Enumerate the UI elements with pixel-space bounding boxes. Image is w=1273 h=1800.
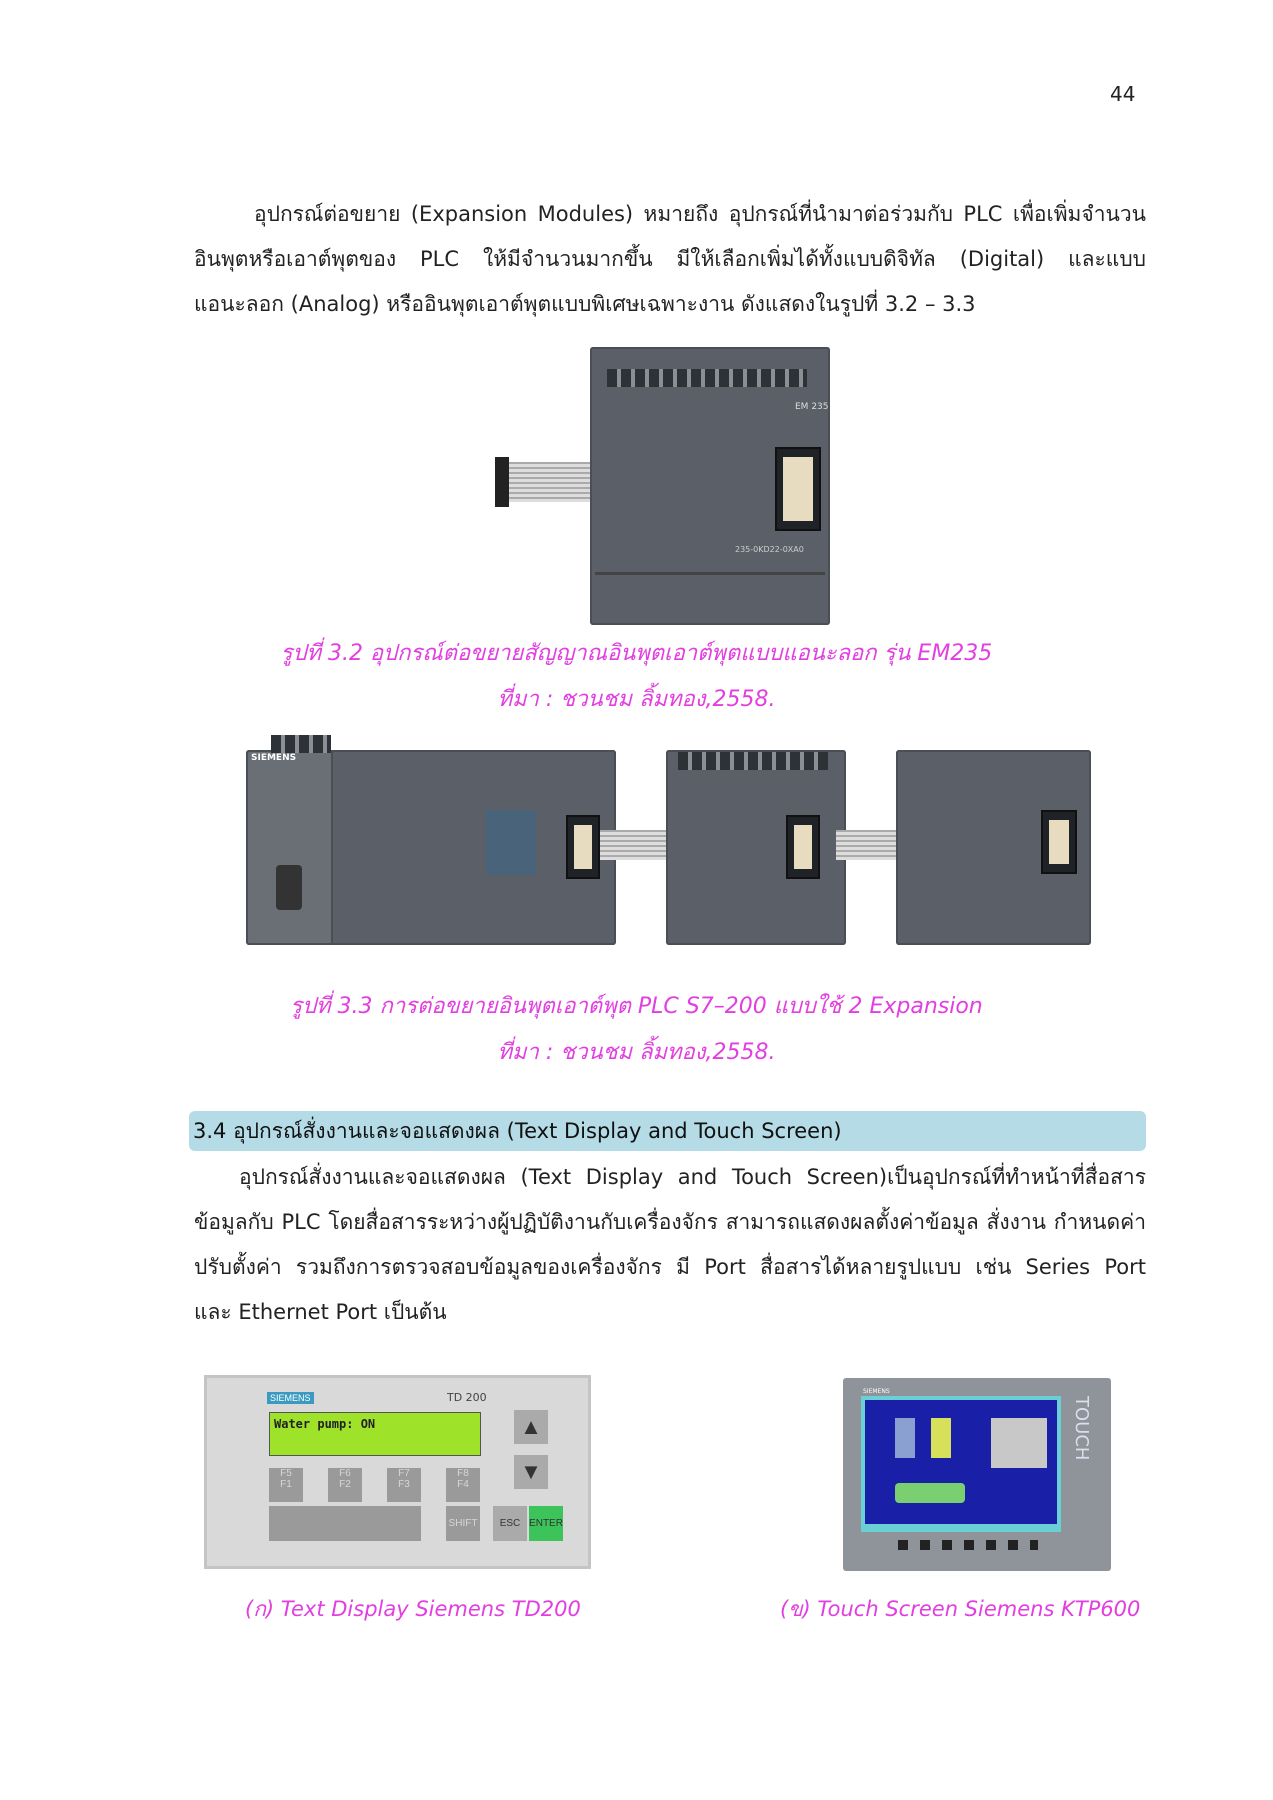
key-label: F8 [457,1468,469,1479]
key-shift: SHIFT [446,1506,480,1541]
ktp600-caption: (ข) Touch Screen Siemens KTP600 [780,1597,1141,1621]
td200-caption: (ก) Text Display Siemens TD200 [245,1597,581,1621]
figure-3-3-caption: รูปที่ 3.3 การต่อขยายอินพุตเอาต์พุต PLC … [290,994,983,1019]
siemens-logo: SIEMENS [267,1392,314,1404]
section-heading: 3.4 อุปกรณ์สั่งงานและจอแสดงผล (Text Disp… [189,1111,1146,1151]
touch-label: TOUCH [1071,1396,1092,1461]
key-label: F7 [398,1468,410,1479]
down-arrow-icon: ▼ [514,1455,548,1489]
part-number: 235-0KD22-0XA0 [735,545,804,554]
figure-3-2-image: EM 235 235-0KD22-0XA0 [495,347,840,627]
key-label: F6 [339,1468,351,1479]
figure-3-3-source: ที่มา : ชวนชม ลิ้มทอง,2558. [497,1040,776,1065]
section-line-1: อุปกรณ์สั่งงานและจอแสดงผล (Text Display … [239,1165,1146,1189]
key-label: F2 [339,1479,351,1490]
key-label: F3 [398,1479,410,1490]
figure-3-2-source: ที่มา : ชวนชม ลิ้มทอง,2558. [497,687,776,712]
lcd-display: Water pump: ON [269,1412,481,1456]
key-esc: ESC [493,1506,527,1541]
section-line-3: ปรับตั้งค่า รวมถึงการตรวจสอบข้อมูลของเคร… [194,1255,1146,1279]
label-strip [269,1506,421,1541]
key-label: F5 [280,1468,292,1479]
figure-3-3-image: SIEMENS [246,735,1096,960]
siemens-logo: SIEMENS [251,753,297,763]
module-label: EM 235 [795,402,829,412]
key-enter: ENTER [529,1506,563,1541]
intro-line-1: อุปกรณ์ต่อขยาย (Expansion Modules) หมายถ… [254,202,1146,226]
section-line-2: ข้อมูลกับ PLC โดยสื่อสารระหว่างผู้ปฏิบัต… [194,1210,1146,1234]
up-arrow-icon: ▲ [514,1410,548,1444]
intro-line-3: แอนะลอก (Analog) หรืออินพุตเอาต์พุตแบบพิ… [194,292,976,316]
ktp600-image: SIEMENS TOUCH [843,1378,1111,1571]
intro-line-2: อินพุตหรือเอาต์พุตของ PLC ให้มีจำนวนมากข… [194,247,1146,271]
model-label: TD 200 [447,1391,487,1404]
figure-3-2-caption: รูปที่ 3.2 อุปกรณ์ต่อขยายสัญญาณอินพุตเอา… [280,641,993,666]
siemens-logo: SIEMENS [863,1388,890,1395]
key-label: F4 [457,1479,469,1490]
page-number: 44 [1110,82,1136,106]
key-label: F1 [280,1479,292,1490]
section-line-4: และ Ethernet Port เป็นต้น [194,1300,447,1324]
